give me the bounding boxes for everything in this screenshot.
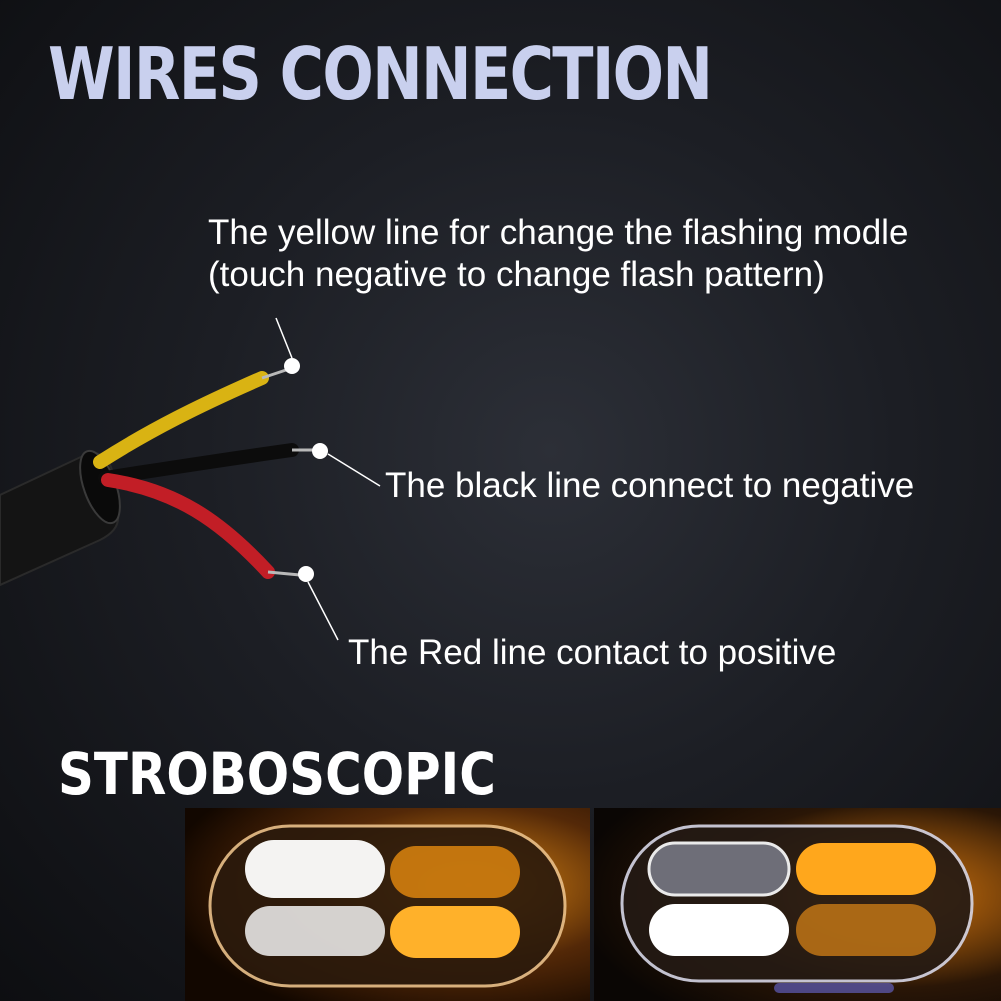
yellow-wire-label-line-2: (touch negative to change flash pattern) [208,255,825,294]
yellow-wire [93,371,269,469]
black-wire [98,443,299,485]
yellow-wire-label-line-1: The yellow line for change the flashing … [208,213,909,252]
yellow-wire-label: The yellow line for change the flashing … [208,212,908,296]
page-title: WIRES CONNECTION [48,32,713,116]
black-wire-label: The black line connect to negative [385,466,915,505]
red-wire [101,473,275,579]
black-wire-pointer-dot [312,443,328,459]
section-subtitle: STROBOSCOPIC [58,740,496,808]
red-wire-pointer-dot [298,566,314,582]
cable-sheath [0,449,121,587]
strobe-photo-right [594,808,1001,1001]
strobe-photo-left [185,808,590,1001]
yellow-wire-pointer-dot [284,358,300,374]
wire-cable-illustration [0,358,328,587]
red-wire-label: The Red line contact to positive [348,633,837,672]
